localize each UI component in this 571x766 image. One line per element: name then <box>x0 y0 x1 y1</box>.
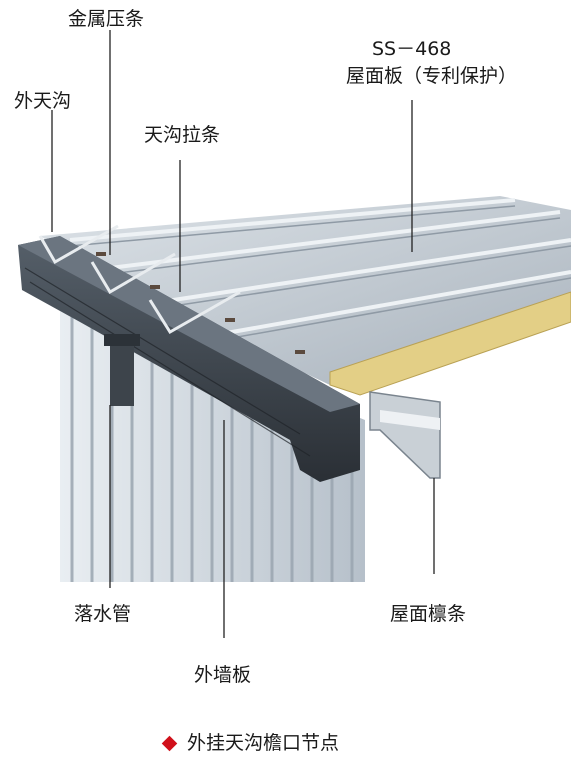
leader-lines <box>51 30 435 638</box>
label-roof-panel: 屋面板（专利保护） <box>346 65 518 87</box>
insulation-layer <box>329 291 571 396</box>
metal-bead <box>96 252 305 354</box>
diamond-bullet-icon <box>161 735 178 751</box>
caption-text: 外挂天沟檐口节点 <box>187 732 340 754</box>
gutter-ties <box>38 224 241 335</box>
figure-caption: 外挂天沟檐口节点 <box>161 731 340 755</box>
label-downpipe: 落水管 <box>74 603 132 625</box>
roof-purlin <box>369 391 441 479</box>
label-outer-gutter: 外天沟 <box>14 90 72 112</box>
downpipe <box>104 334 140 406</box>
label-wall-panel: 外墙板 <box>194 664 252 686</box>
label-metal-bead: 金属压条 <box>68 8 145 30</box>
label-roof-purlin: 屋面檩条 <box>390 603 467 625</box>
label-gutter-tie: 天沟拉条 <box>144 124 221 146</box>
label-model: SS－468 <box>372 38 452 60</box>
